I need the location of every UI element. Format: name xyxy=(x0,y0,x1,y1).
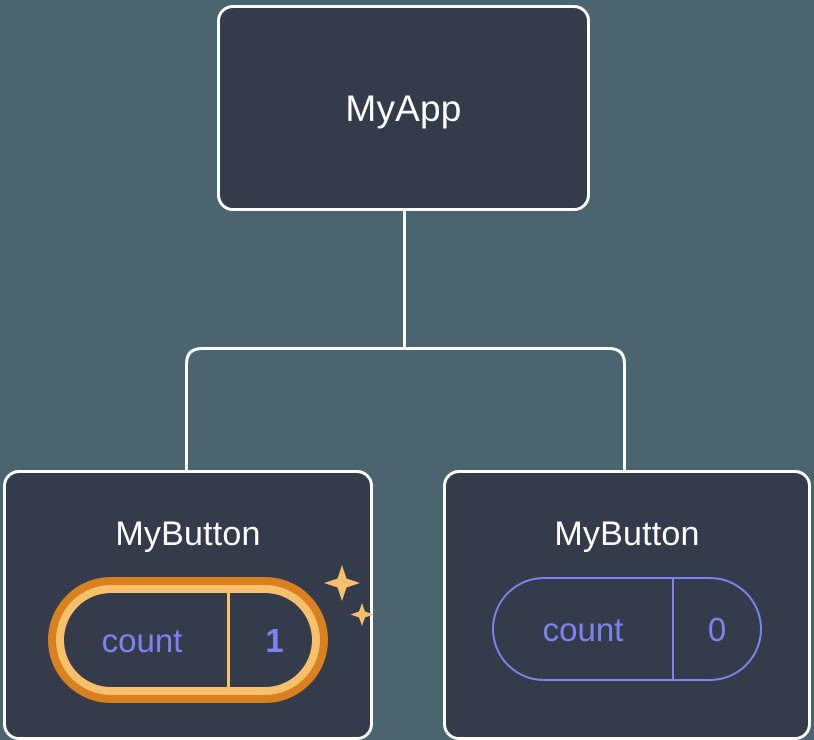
connector-bus xyxy=(185,347,626,470)
state-pill-highlighted[interactable]: count 1 xyxy=(48,577,328,703)
node-title: MyApp xyxy=(345,87,462,129)
state-pill[interactable]: count 0 xyxy=(492,577,762,681)
state-value: 0 xyxy=(707,610,727,648)
state-pill-wrap: count 0 xyxy=(492,577,762,681)
node-mybutton-right[interactable]: MyButton count 0 xyxy=(443,470,811,740)
node-myapp[interactable]: MyApp xyxy=(217,5,590,211)
state-pill-wrap: count 1 xyxy=(48,565,374,703)
node-title: MyButton xyxy=(554,515,700,553)
node-mybutton-left[interactable]: MyButton count 1 xyxy=(3,470,374,740)
node-title: MyButton xyxy=(115,515,261,553)
state-key: count xyxy=(494,579,674,679)
state-key: count xyxy=(57,586,230,694)
state-value: 1 xyxy=(265,621,284,659)
sparkle-icon xyxy=(324,565,374,626)
